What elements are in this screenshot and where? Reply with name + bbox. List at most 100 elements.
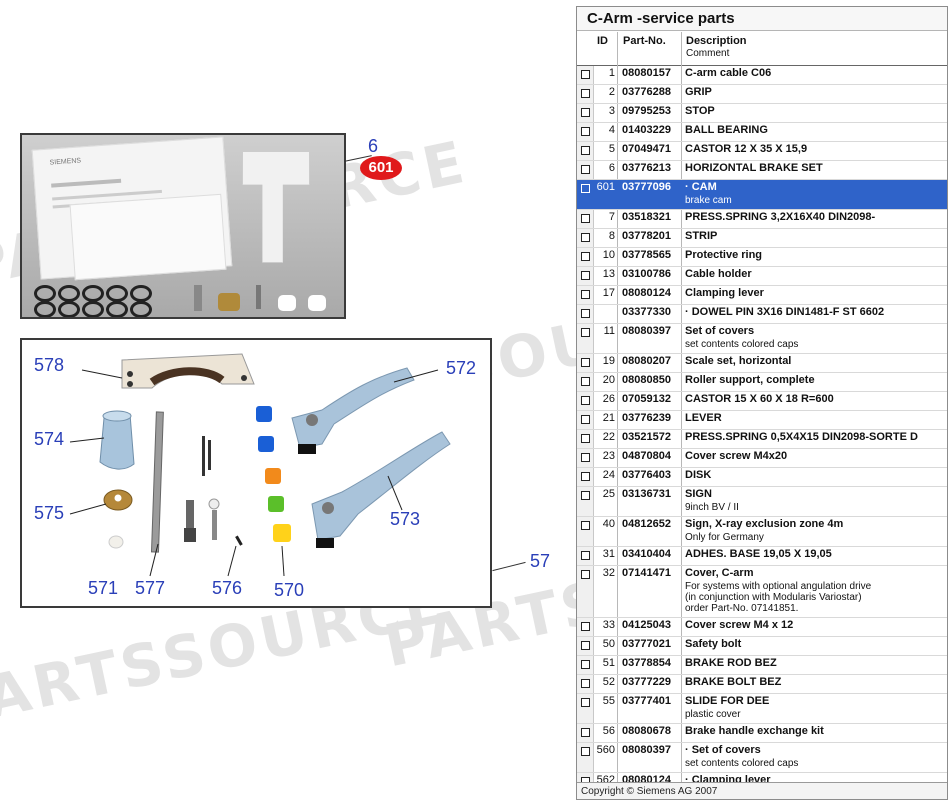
row-checkbox[interactable] [581,415,590,424]
row-description: Cable holder [685,268,752,280]
row-checkbox[interactable] [581,453,590,462]
row-part-number: 03777096 [622,181,671,193]
row-checkbox[interactable] [581,698,590,707]
row-checkbox[interactable] [581,214,590,223]
row-checkbox[interactable] [581,747,590,756]
row-checkbox[interactable] [581,309,590,318]
row-id: 33 [602,619,615,631]
row-checkbox[interactable] [581,641,590,650]
row-checkbox[interactable] [581,660,590,669]
row-checkbox[interactable] [581,679,590,688]
pin [256,285,261,309]
row-checkbox[interactable] [581,108,590,117]
row-checkbox[interactable] [581,233,590,242]
row-description: SIGN [685,488,712,500]
row-checkbox[interactable] [581,491,590,500]
row-part-number: 09795253 [622,105,671,117]
header-id[interactable]: ID [597,35,608,47]
row-checkbox[interactable] [581,434,590,443]
row-description: Cover, C-arm [685,567,754,579]
leader-577 [149,543,159,577]
row-checkbox[interactable] [581,396,590,405]
leader-575 [69,503,107,515]
row-checkbox[interactable] [581,358,590,367]
leader-578 [81,369,123,379]
row-checkbox[interactable] [581,377,590,386]
header-part-no[interactable]: Part-No. [623,35,666,47]
o-ring [34,285,56,302]
header-description[interactable]: Description [686,35,747,47]
callout-57-leader [492,561,526,572]
row-checkbox[interactable] [581,328,590,337]
row-part-number: 03777401 [622,695,671,707]
row-checkbox[interactable] [581,165,590,174]
row-comment: (in conjunction with Modularis Variostar… [685,592,862,603]
row-part-number: 03776288 [622,86,671,98]
row-part-number: 03410404 [622,548,671,560]
lever-screw [306,414,318,426]
row-checkbox[interactable] [581,521,590,530]
row-description: Cover screw M4 x 12 [685,619,794,631]
row-checkbox[interactable] [581,127,590,136]
row-checkbox[interactable] [581,290,590,299]
row-part-number: 08080124 [622,287,671,299]
o-ring [58,285,80,302]
row-id: 32 [602,567,615,579]
row-checkbox[interactable] [581,271,590,280]
row-checkbox[interactable] [581,551,590,560]
row-comment: For systems with optional angulation dri… [685,581,872,592]
row-checkbox[interactable] [581,622,590,631]
row-checkbox[interactable] [581,472,590,481]
row-checkbox[interactable] [581,70,590,79]
lever-572 [291,367,415,449]
o-ring [130,301,152,317]
row-checkbox[interactable] [581,252,590,261]
row-description: LEVER [685,412,722,424]
copyright-footer: Copyright © Siemens AG 2007 [577,782,947,799]
cover-screw-head [184,528,196,542]
row-id: 8 [608,230,615,242]
table-row[interactable]: 03377330· DOWEL PIN 3X16 DIN1481-F ST 66… [577,305,947,324]
row-checkbox[interactable] [581,570,590,579]
row-id: 5 [608,143,615,155]
row-id: 56 [602,725,615,737]
row-id: 55 [602,695,615,707]
row-description: BRAKE BOLT BEZ [685,676,782,688]
row-checkbox[interactable] [581,728,590,737]
row-checkbox[interactable] [581,146,590,155]
o-ring [82,301,104,317]
row-checkbox[interactable] [581,89,590,98]
row-checkbox[interactable] [581,184,590,193]
